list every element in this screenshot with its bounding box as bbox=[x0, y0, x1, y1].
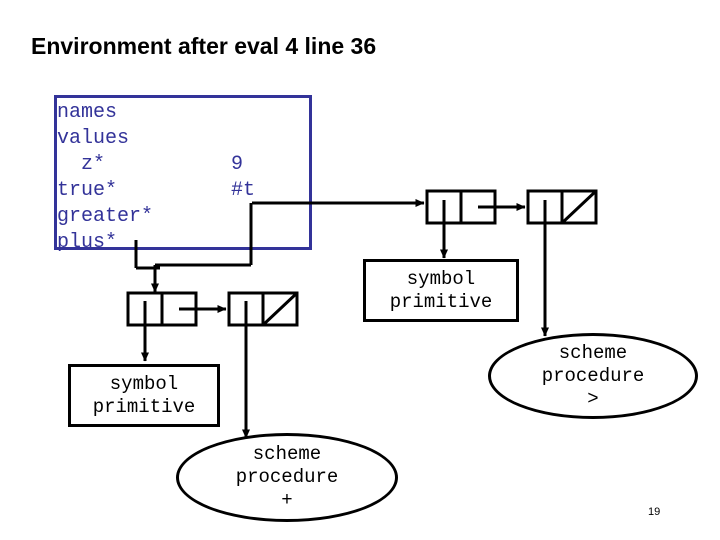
plus-operator-label: + bbox=[281, 489, 293, 511]
symbol-label-left: symbol bbox=[109, 372, 179, 395]
scheme-label-greater: scheme bbox=[558, 341, 628, 364]
procedure-label-plus: procedure bbox=[235, 466, 339, 488]
scheme-procedure-plus-ellipse: scheme procedure + bbox=[176, 433, 398, 522]
symbol-primitive-box-left: symbol primitive bbox=[68, 364, 220, 427]
cons-cell-2-nil-slash-icon bbox=[560, 189, 598, 225]
primitive-label-left: primitive bbox=[92, 395, 196, 418]
symbol-primitive-box-right: symbol primitive bbox=[363, 259, 519, 322]
cons-cell-4-nil-slash-icon bbox=[261, 291, 299, 327]
environment-values-column: 9 #t bbox=[231, 153, 256, 202]
primitive-label-right: primitive bbox=[389, 290, 493, 313]
environment-frame-box bbox=[54, 95, 312, 250]
symbol-label-right: symbol bbox=[406, 267, 476, 290]
page-number: 19 bbox=[648, 506, 661, 518]
greater-operator-label: > bbox=[587, 387, 599, 410]
scheme-procedure-greater-ellipse: scheme procedure > bbox=[488, 333, 698, 419]
procedure-label-greater: procedure bbox=[541, 364, 645, 387]
page-title: Environment after eval 4 line 36 bbox=[31, 33, 377, 59]
scheme-label-plus: scheme bbox=[252, 443, 322, 465]
environment-names-column: names values z* true* greater* plus* bbox=[57, 101, 154, 254]
